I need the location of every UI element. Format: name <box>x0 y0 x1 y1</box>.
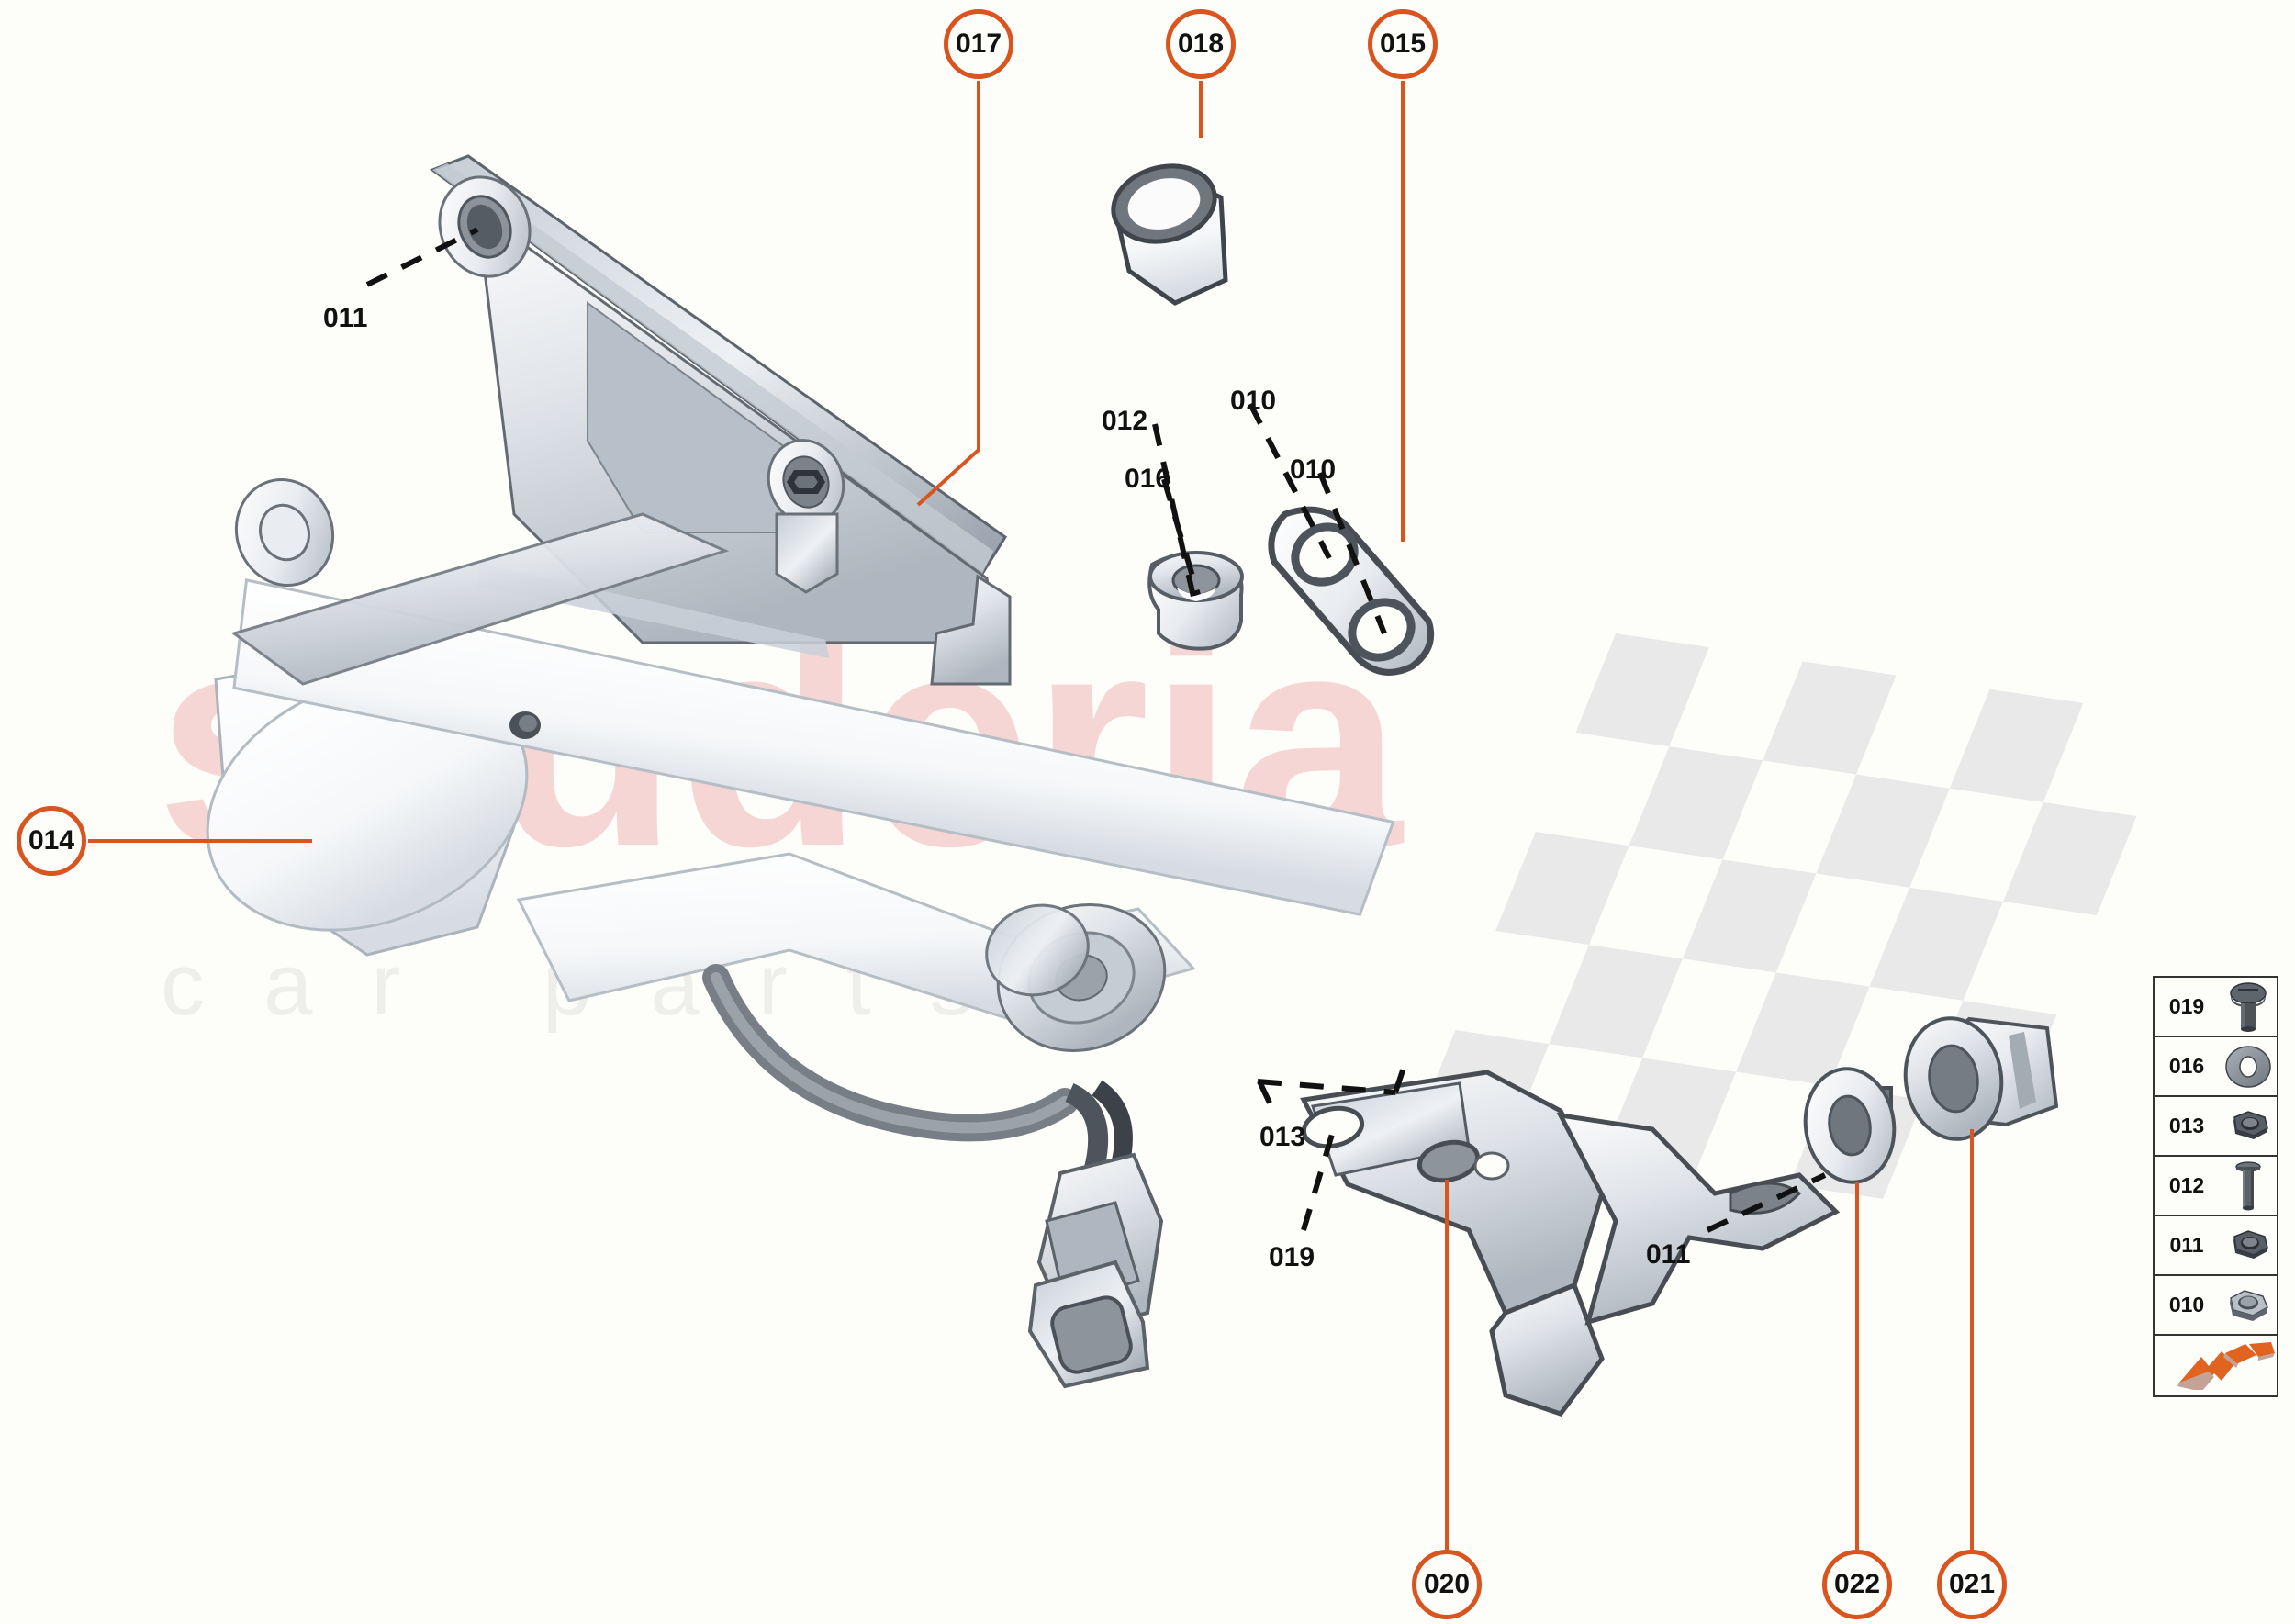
part-020-drive-lever-bracket <box>1300 1070 1841 1417</box>
label-013: 013 <box>1259 1122 1306 1152</box>
legend-row-arrow[interactable] <box>2155 1336 2277 1395</box>
legend-number-013: 013 <box>2168 1114 2205 1137</box>
legend-row-010[interactable]: 010 <box>2155 1276 2277 1336</box>
callout-020-label: 020 <box>1423 1569 1471 1599</box>
legend-row-012[interactable]: 012 <box>2155 1157 2277 1216</box>
part-014-motor-housing <box>206 478 1395 1052</box>
label-019: 019 <box>1269 1242 1315 1272</box>
part-016-spacer-bushing <box>1148 551 1244 651</box>
part-021-large-bushing <box>1903 1016 2059 1141</box>
label-016: 016 <box>1125 464 1171 494</box>
wiring-harness <box>702 964 1164 1389</box>
callout-014-label: 014 <box>28 825 75 856</box>
clevis-pin-icon <box>2219 1157 2277 1215</box>
hex-nut-icon <box>2219 1097 2277 1155</box>
legend-number-012: 012 <box>2168 1173 2205 1197</box>
part-010-flange-plate <box>1278 490 1283 496</box>
part-015-link-plate <box>1268 506 1435 676</box>
callout-leader-lines <box>88 81 1974 1550</box>
legend-number-011: 011 <box>2169 1233 2204 1257</box>
round-head-bolt-icon <box>2219 978 2277 1036</box>
legend-row-016[interactable]: 016 <box>2155 1037 2277 1097</box>
label-011-bottom: 011 <box>1646 1239 1691 1270</box>
legend-row-013[interactable]: 013 <box>2155 1097 2277 1157</box>
label-012: 012 <box>1102 406 1148 436</box>
callout-017[interactable]: 017 <box>944 9 1013 79</box>
callout-022[interactable]: 022 <box>1822 1550 1892 1619</box>
flat-washer-icon <box>2219 1037 2277 1095</box>
legend-row-011[interactable]: 011 <box>2155 1216 2277 1276</box>
dashed-leader-lines <box>365 227 1827 1233</box>
part-018-protective-cap <box>1111 163 1228 306</box>
callout-017-label: 017 <box>955 28 1002 59</box>
legend-number-016: 016 <box>2168 1054 2205 1078</box>
label-010-upper: 010 <box>1230 386 1277 416</box>
callout-018-label: 018 <box>1177 28 1225 59</box>
callout-021[interactable]: 021 <box>1937 1550 2007 1619</box>
legend-number-010: 010 <box>2168 1293 2205 1316</box>
parts-legend-table: 019 016 013 <box>2153 976 2278 1397</box>
part-022-shouldered-grommet <box>1803 1067 1897 1184</box>
callout-020[interactable]: 020 <box>1412 1550 1482 1619</box>
orange-arrow-icon <box>2174 1336 2277 1395</box>
callout-018[interactable]: 018 <box>1166 9 1236 79</box>
callout-015-label: 015 <box>1379 28 1427 59</box>
callout-021-label: 021 <box>1948 1569 1996 1599</box>
callout-014[interactable]: 014 <box>17 806 86 876</box>
legend-row-019[interactable]: 019 <box>2155 978 2277 1037</box>
flanged-hex-nut-icon <box>2219 1276 2277 1334</box>
label-010-lower: 010 <box>1290 454 1337 485</box>
legend-number-019: 019 <box>2168 994 2205 1018</box>
label-011-top: 011 <box>323 303 368 333</box>
callout-022-label: 022 <box>1833 1569 1881 1599</box>
callout-015[interactable]: 015 <box>1368 9 1438 79</box>
hex-nut-icon <box>2219 1216 2277 1274</box>
